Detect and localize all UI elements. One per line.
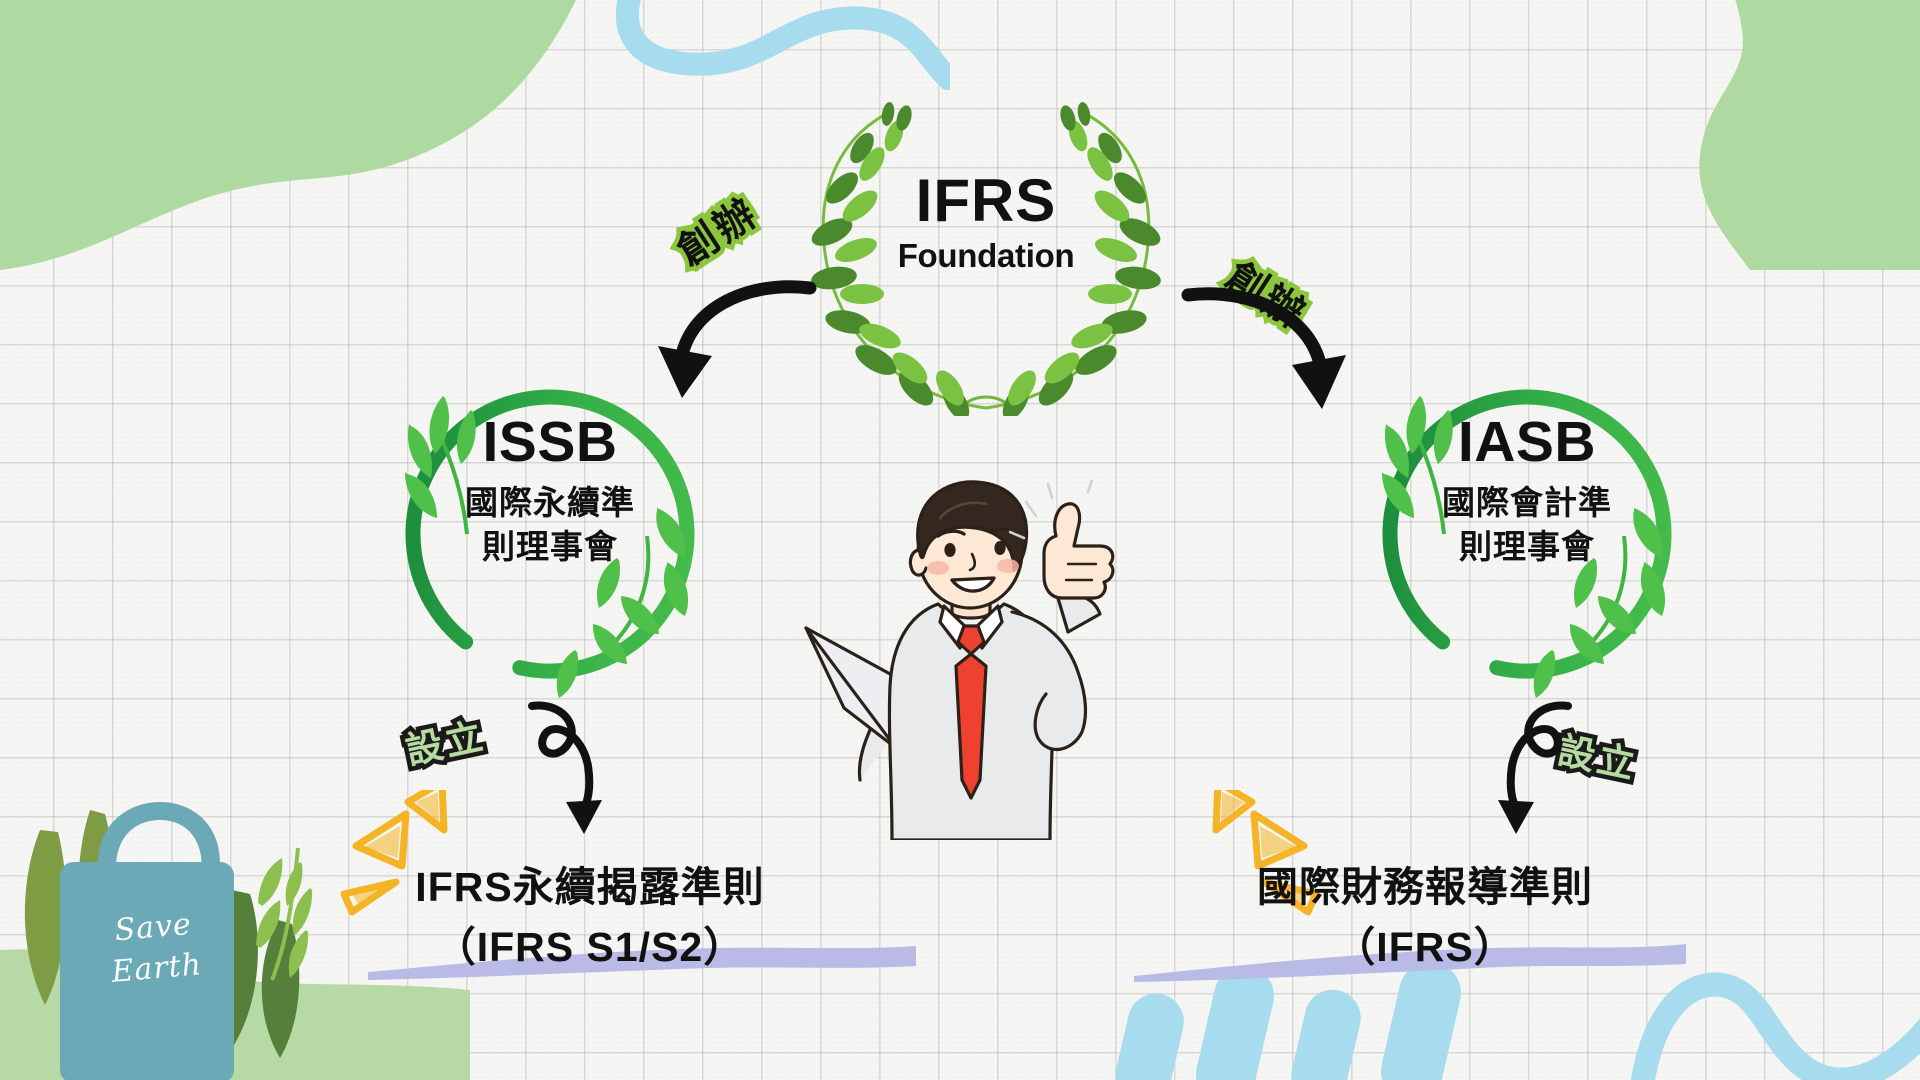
standard-left-line1: IFRS永續揭露準則: [415, 864, 765, 910]
issb-ring-decoration: [385, 368, 715, 698]
iasb-abbr: IASB: [1457, 410, 1597, 474]
businessman-thumbs-up-icon: [800, 478, 1160, 842]
standard-label-ifrs-financial: 國際財務報導準則 （IFRS）: [1165, 862, 1685, 974]
issb-name-line2: 則理事會: [482, 527, 618, 565]
org-circle-issb[interactable]: ISSB 國際永續準 則理事會: [385, 368, 715, 698]
standard-label-ifrs-sustainability: IFRS永續揭露準則 （IFRS S1/S2）: [330, 862, 850, 974]
issb-abbr: ISSB: [482, 410, 618, 474]
standard-right-line2: （IFRS）: [1334, 924, 1516, 971]
iasb-text-block: IASB 國際會計準 則理事會: [1362, 414, 1692, 568]
iasb-name-line1: 國際會計準: [1442, 484, 1612, 521]
ifrs-foundation-emblem: IFRS Foundation: [790, 96, 1182, 421]
sparkle-marks-right: [1160, 778, 1330, 925]
decor-wave-top: [520, 0, 962, 95]
sparkle-marks-left: [330, 778, 500, 925]
laurel-wreath-icon: [790, 96, 1182, 421]
org-circle-iasb[interactable]: IASB 國際會計準 則理事會: [1362, 368, 1692, 698]
iasb-name-line2: 則理事會: [1459, 527, 1595, 565]
decor-capsules-bottom: [1070, 962, 1490, 1080]
decor-blob-top-left: [0, 0, 600, 270]
iasb-ring-decoration: [1362, 368, 1692, 698]
emblem-subtitle: Foundation: [897, 237, 1075, 275]
issb-text-block: ISSB 國際永續準 則理事會: [385, 414, 715, 568]
standard-right-line1: 國際財務報導準則: [1257, 864, 1593, 910]
decor-blob-top-right: [1600, 0, 1920, 270]
standard-left-line2: （IFRS S1/S2）: [434, 924, 746, 971]
tote-bag-text: Save Earth: [77, 902, 233, 996]
emblem-text-block: IFRS Foundation: [790, 170, 1182, 275]
tote-bag-icon: Save Earth: [20, 800, 310, 1080]
underline-left: [360, 942, 920, 987]
decor-wave-bottom-right: [1630, 967, 1920, 1080]
issb-name-line1: 國際永續準: [465, 484, 635, 521]
underline-right: [1130, 942, 1690, 987]
emblem-title: IFRS: [915, 167, 1057, 234]
